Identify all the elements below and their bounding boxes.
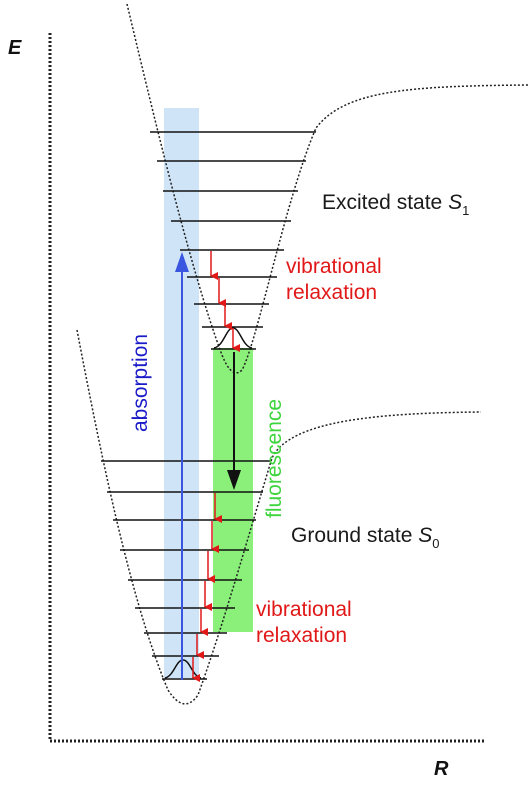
absorption-label: absorption bbox=[129, 334, 152, 432]
excited-state-curve bbox=[126, 3, 529, 374]
excited-state-text: Excited state bbox=[322, 191, 448, 214]
excited-state-subscript: 1 bbox=[462, 203, 469, 218]
excited-state-levels bbox=[150, 131, 316, 350]
fluorescence-label: fluorescence bbox=[263, 399, 286, 518]
excited-state-symbol: S bbox=[448, 191, 462, 214]
ground-relaxation-arrows bbox=[192, 493, 222, 682]
ground-state-curve bbox=[76, 329, 482, 705]
ground-state-subscript: 0 bbox=[432, 536, 439, 551]
ground-state-text: Ground state bbox=[291, 524, 418, 547]
excited-relaxation-arrows bbox=[210, 251, 240, 352]
y-axis-label: E bbox=[8, 37, 22, 59]
fluorescence-arrowhead bbox=[227, 470, 241, 490]
x-axis-label: R bbox=[434, 758, 449, 780]
vibrational-relaxation-bottom-line1: vibrational bbox=[256, 598, 352, 621]
ground-state-label: Ground state S0 bbox=[291, 524, 440, 551]
vibrational-relaxation-top-line2: relaxation bbox=[286, 281, 377, 304]
ground-state-symbol: S bbox=[418, 524, 432, 547]
ground-state-levels bbox=[101, 460, 271, 680]
vibrational-relaxation-bottom-line2: relaxation bbox=[256, 624, 347, 647]
excited-state-label: Excited state S1 bbox=[322, 191, 469, 218]
absorption-arrowhead bbox=[175, 252, 189, 272]
vibrational-relaxation-top-line1: vibrational bbox=[286, 255, 382, 278]
